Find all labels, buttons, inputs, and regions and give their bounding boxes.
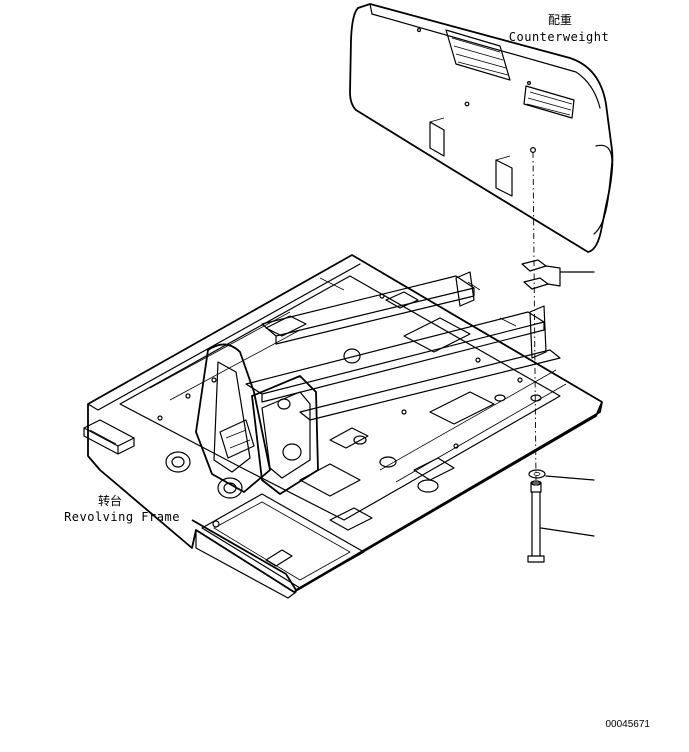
shim-parts: [521, 259, 595, 290]
revolving-frame-label-cn: 转台: [98, 493, 122, 508]
bolt-part: [527, 480, 595, 563]
counterweight-label-cn: 配重: [548, 13, 572, 27]
counterweight-label-en: Counterweight: [509, 30, 609, 44]
washer-part: [528, 469, 595, 481]
counterweight-grille: [445, 29, 575, 119]
revolving-frame-label: 转台 Revolving Frame: [64, 493, 180, 524]
revolving-frame-part: [83, 254, 603, 599]
revolving-frame-label-en: Revolving Frame: [64, 510, 180, 524]
mount-hole-marker: [529, 147, 536, 154]
counterweight-label: 配重 Counterweight: [509, 13, 609, 44]
counterweight-part: [349, 3, 614, 253]
reference-number: 00045671: [606, 719, 651, 730]
